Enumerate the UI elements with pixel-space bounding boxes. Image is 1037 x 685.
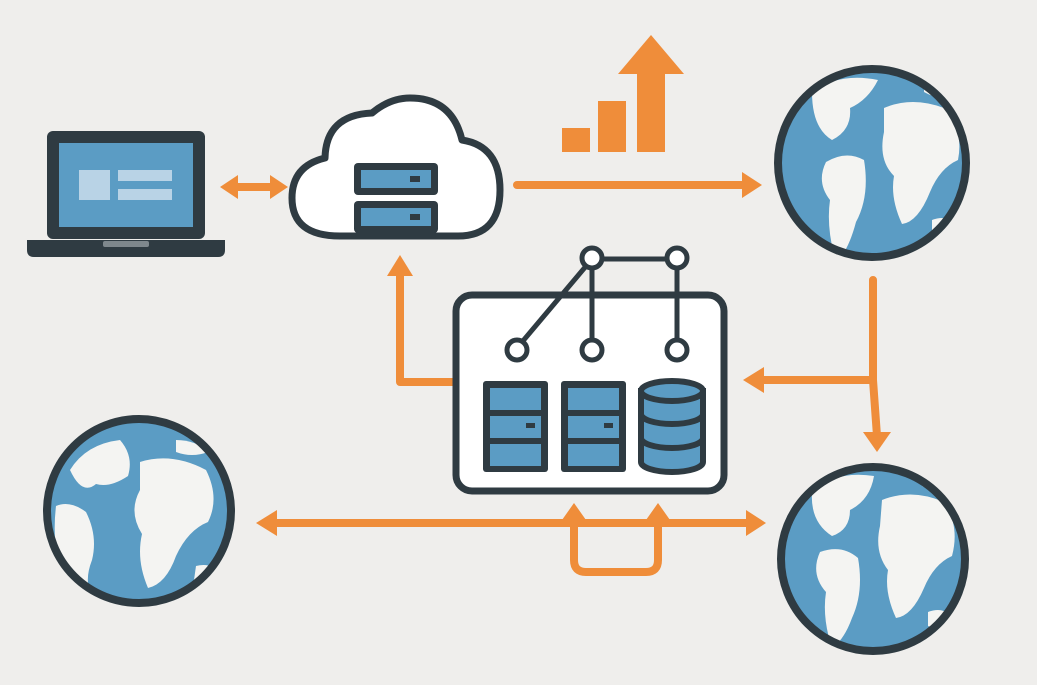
server-rack-icon bbox=[561, 381, 626, 472]
arrow-head-icon bbox=[742, 172, 762, 198]
server-rack-icon bbox=[483, 381, 548, 472]
arrow-head-icon bbox=[562, 503, 586, 520]
laptop-icon bbox=[27, 131, 225, 257]
arrow-head-icon bbox=[256, 510, 277, 536]
connector-datacenter-bottom bbox=[270, 511, 754, 576]
globe-bottom-right bbox=[777, 463, 969, 655]
globe-icon bbox=[777, 463, 969, 655]
globe-bottom-left bbox=[43, 415, 235, 607]
connector-datacenter-cloud bbox=[396, 268, 459, 386]
growth-chart-icon bbox=[562, 35, 684, 152]
arrow-head-icon bbox=[387, 255, 413, 276]
globe-icon bbox=[43, 415, 235, 607]
arrow-head-icon bbox=[863, 432, 891, 452]
arrow-head-icon bbox=[743, 367, 764, 393]
globe-top-right bbox=[774, 65, 970, 261]
arrow-head-icon bbox=[746, 510, 766, 536]
globe-icon bbox=[774, 65, 970, 261]
arrow-head-icon bbox=[270, 175, 288, 199]
cloud-server-icon bbox=[288, 94, 504, 240]
connector-globe-top-right-datacenter bbox=[758, 276, 881, 440]
database-icon bbox=[638, 378, 706, 475]
network-node-icon bbox=[504, 245, 690, 363]
arrow-head-icon bbox=[220, 175, 238, 199]
data-center-icon bbox=[452, 245, 728, 495]
arrow-head-icon bbox=[646, 503, 670, 520]
